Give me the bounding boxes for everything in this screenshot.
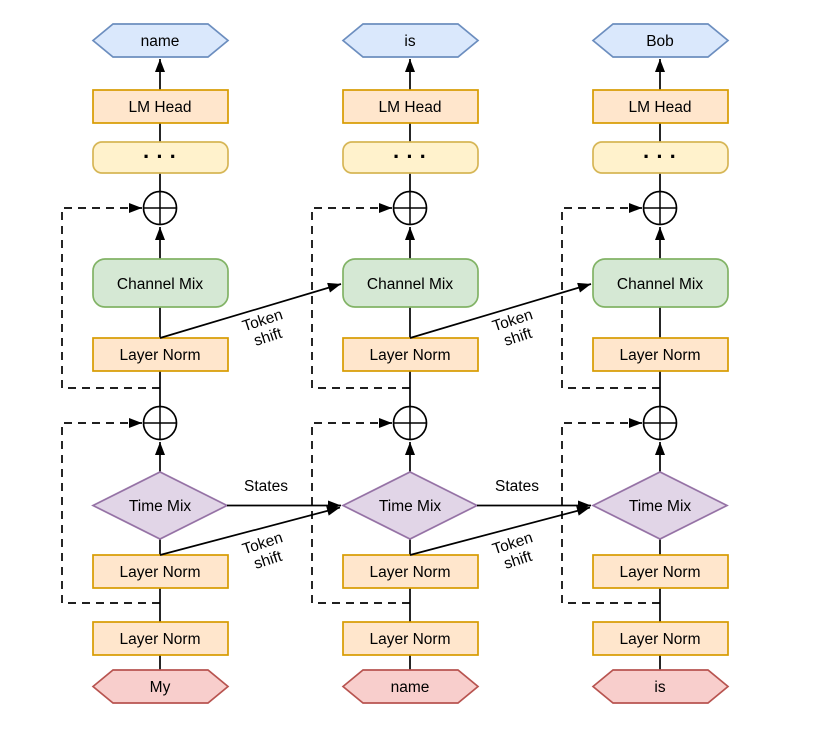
token-shift-arrow-channel [159, 282, 342, 339]
lm-head-label: LM Head [379, 99, 442, 116]
residual-connection-time-dashed [311, 418, 410, 604]
layer-norm-label: Layer Norm [620, 564, 701, 581]
token-shift-label-channel: Token shift [240, 306, 285, 350]
residual-connection-channel-dashed [311, 203, 410, 389]
layer-norm-box [342, 621, 479, 656]
output-token-label: is [404, 33, 415, 50]
layer-norm-label: Layer Norm [620, 631, 701, 648]
layer-norm-label: Layer Norm [120, 347, 201, 364]
input-token-hexagon [91, 669, 230, 704]
output-token-label: Bob [646, 33, 674, 50]
layer-norm-box [92, 337, 229, 372]
output-token-hexagon [341, 23, 480, 58]
layer-norm-box [92, 621, 229, 656]
column-timestep-1: name LM Head ··· Channel Mix Layer Norm … [61, 23, 230, 704]
time-mix-diamond [591, 471, 729, 540]
residual-connection-time-dashed [561, 418, 660, 604]
token-shift-arrow-channel [409, 282, 592, 339]
token-shift-arrow-time [159, 505, 341, 556]
channel-mix-box [592, 258, 729, 308]
recurrence-arrows-gap-1: States Token shift Token shift [159, 282, 342, 573]
channel-mix-box [342, 258, 479, 308]
time-mix-label: Time Mix [379, 498, 442, 515]
ellipsis-box [592, 141, 729, 174]
input-token-label: is [654, 679, 665, 696]
layer-norm-box [592, 554, 729, 589]
layer-norm-label: Layer Norm [620, 347, 701, 364]
lm-head-box [342, 89, 479, 124]
layer-norm-box [592, 337, 729, 372]
layer-norm-label: Layer Norm [370, 564, 451, 581]
channel-mix-label: Channel Mix [367, 276, 453, 293]
token-shift-label-time: Token shift [490, 529, 535, 573]
layer-norm-label: Layer Norm [120, 564, 201, 581]
ellipsis-box [342, 141, 479, 174]
token-shift-arrow-time [409, 505, 591, 556]
input-token-hexagon [341, 669, 480, 704]
token-shift-label-time: Token shift [240, 529, 285, 573]
ellipsis-box [92, 141, 229, 174]
layer-norm-label: Layer Norm [370, 347, 451, 364]
residual-connection-channel-dashed [61, 203, 160, 389]
output-token-hexagon [91, 23, 230, 58]
token-shift-label-channel: Token shift [490, 306, 535, 350]
input-token-label: My [150, 679, 171, 696]
layer-norm-label: Layer Norm [120, 631, 201, 648]
channel-mix-box [92, 258, 229, 308]
input-token-hexagon [591, 669, 730, 704]
states-label: States [495, 478, 539, 495]
ellipsis-label: ··· [393, 144, 433, 169]
lm-head-label: LM Head [129, 99, 192, 116]
channel-mix-label: Channel Mix [617, 276, 703, 293]
column-timestep-2: is LM Head ··· Channel Mix Layer Norm Ti… [311, 23, 480, 704]
layer-norm-label: Layer Norm [370, 631, 451, 648]
lm-head-box [92, 89, 229, 124]
output-token-hexagon [591, 23, 730, 58]
input-token-label: name [391, 679, 430, 696]
residual-connection-time-dashed [61, 418, 160, 604]
time-mix-label: Time Mix [629, 498, 692, 515]
ellipsis-label: ··· [643, 144, 683, 169]
residual-connection-channel-dashed [561, 203, 660, 389]
layer-norm-box [342, 337, 479, 372]
output-token-label: name [141, 33, 180, 50]
column-timestep-3: Bob LM Head ··· Channel Mix Layer Norm T… [561, 23, 730, 704]
ellipsis-label: ··· [143, 144, 183, 169]
lm-head-box [592, 89, 729, 124]
layer-norm-box [342, 554, 479, 589]
states-label: States [244, 478, 288, 495]
channel-mix-label: Channel Mix [117, 276, 203, 293]
recurrence-arrows-gap-2: States Token shift Token shift [409, 282, 592, 573]
lm-head-label: LM Head [629, 99, 692, 116]
time-mix-label: Time Mix [129, 498, 192, 515]
layer-norm-box [592, 621, 729, 656]
